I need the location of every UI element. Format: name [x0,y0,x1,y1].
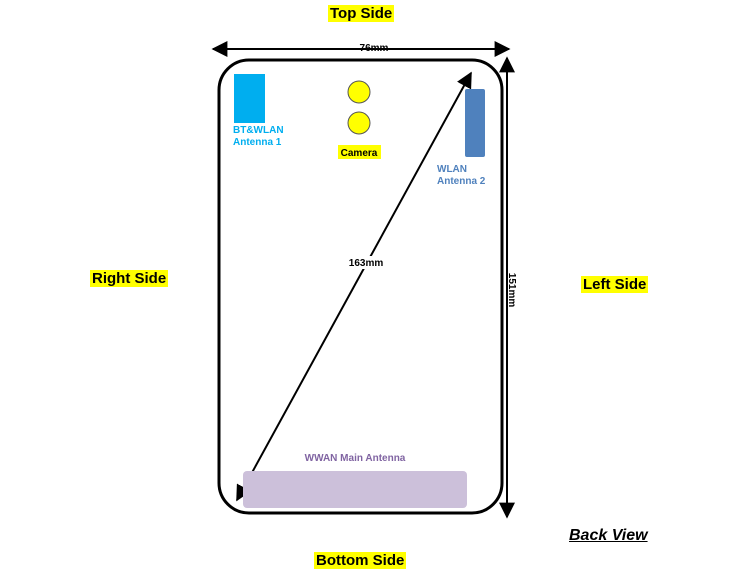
bottom-side-label: Bottom Side [314,552,407,569]
back-view-label: Back View [569,527,648,544]
diagonal-label-bg [346,256,386,269]
camera-label: Camera [341,148,378,159]
top-side-label: Top Side [328,5,395,22]
wwan-main-antenna [243,471,467,508]
wlan-antenna-2-label: WLAN Antenna 2 [437,164,486,187]
height-dimension-label: 151mm [506,273,517,308]
right-side-label: Right Side [90,270,169,287]
bt-wlan-antenna-1-label: BT&WLAN Antenna 1 [233,125,284,148]
wlan-antenna-2 [465,89,485,157]
camera-lens-bottom [347,111,371,135]
diagonal-dimension-arrow [236,71,472,502]
wwan-main-antenna-label: WWAN Main Antenna [305,453,406,464]
bt-wlan-antenna-1 [234,74,265,123]
width-dimension-label: 76mm [360,43,389,54]
camera-lens-top [347,80,371,104]
camera-label-bg [338,145,381,159]
left-side-label: Left Side [581,276,649,293]
diagonal-dimension-label: 163mm [349,258,384,269]
